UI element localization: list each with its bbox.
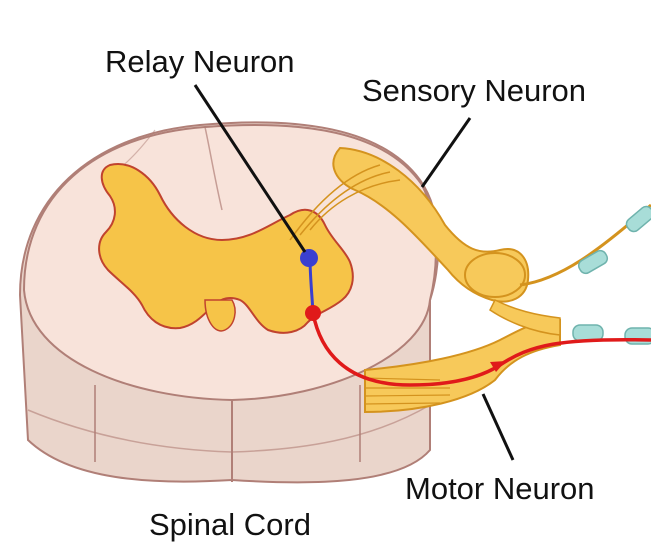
grey-matter-center-notch [204, 299, 236, 332]
relay-pointer-line [193, 84, 307, 253]
sensory-neuron-label: Sensory Neuron [362, 73, 586, 108]
motor-neuron [305, 305, 651, 387]
motor-neuron-label: Motor Neuron [405, 471, 595, 506]
motor-signal-arrowhead [490, 361, 506, 372]
motor-root-fibers [364, 377, 451, 405]
label-pointers [193, 84, 515, 461]
relay-neuron-label: Relay Neuron [105, 44, 295, 79]
spinal-cord-label: Spinal Cord [149, 507, 311, 542]
sensory-pointer-line [420, 117, 472, 188]
sensory-fibers [289, 164, 401, 241]
dorsal-root-ganglion [464, 252, 526, 298]
sensory-myelin-sheaths [577, 205, 651, 275]
ventral-root-bundle [364, 318, 561, 414]
relay-neuron-body [300, 249, 318, 267]
sensory-nerve [289, 146, 651, 303]
motor-neuron-axon [311, 312, 651, 387]
grey-matter [98, 163, 354, 334]
motor-pointer-line [481, 393, 515, 461]
dorsal-sulcus [204, 126, 223, 211]
spinal-nerve-junction [489, 298, 561, 336]
motor-neuron-body [305, 305, 321, 321]
